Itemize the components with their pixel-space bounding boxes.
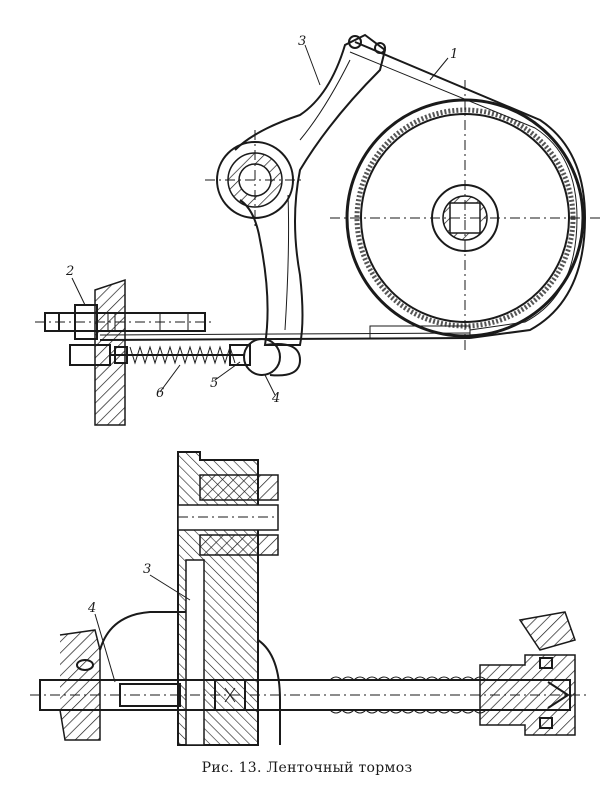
leader-lines-top	[71, 44, 449, 396]
figure-caption: Рис. 13. Ленточный тормоз	[201, 760, 413, 776]
label-1: 1	[450, 47, 458, 62]
adjusting-rod	[35, 304, 215, 340]
label-6: 6	[156, 386, 164, 401]
leader-lines-bottom	[94, 574, 191, 683]
top-view: 1 3 2 6 5 4	[35, 33, 600, 426]
label-3-bottom: 3	[143, 562, 151, 577]
right-end-cap	[479, 611, 576, 736]
label-3: 3	[298, 34, 306, 49]
brake-drum	[330, 80, 600, 350]
spring	[69, 344, 245, 366]
label-5: 5	[210, 376, 218, 391]
left-end-bracket	[59, 629, 101, 741]
bottom-view: 3 4	[30, 451, 590, 746]
label-4: 4	[271, 391, 280, 406]
label-4-bottom: 4	[87, 601, 96, 616]
ball-joint	[229, 338, 302, 377]
lever-arm-side	[99, 611, 186, 651]
housing-section	[177, 451, 281, 746]
label-2: 2	[65, 264, 74, 279]
lever	[205, 33, 387, 346]
brake-band	[99, 41, 587, 341]
